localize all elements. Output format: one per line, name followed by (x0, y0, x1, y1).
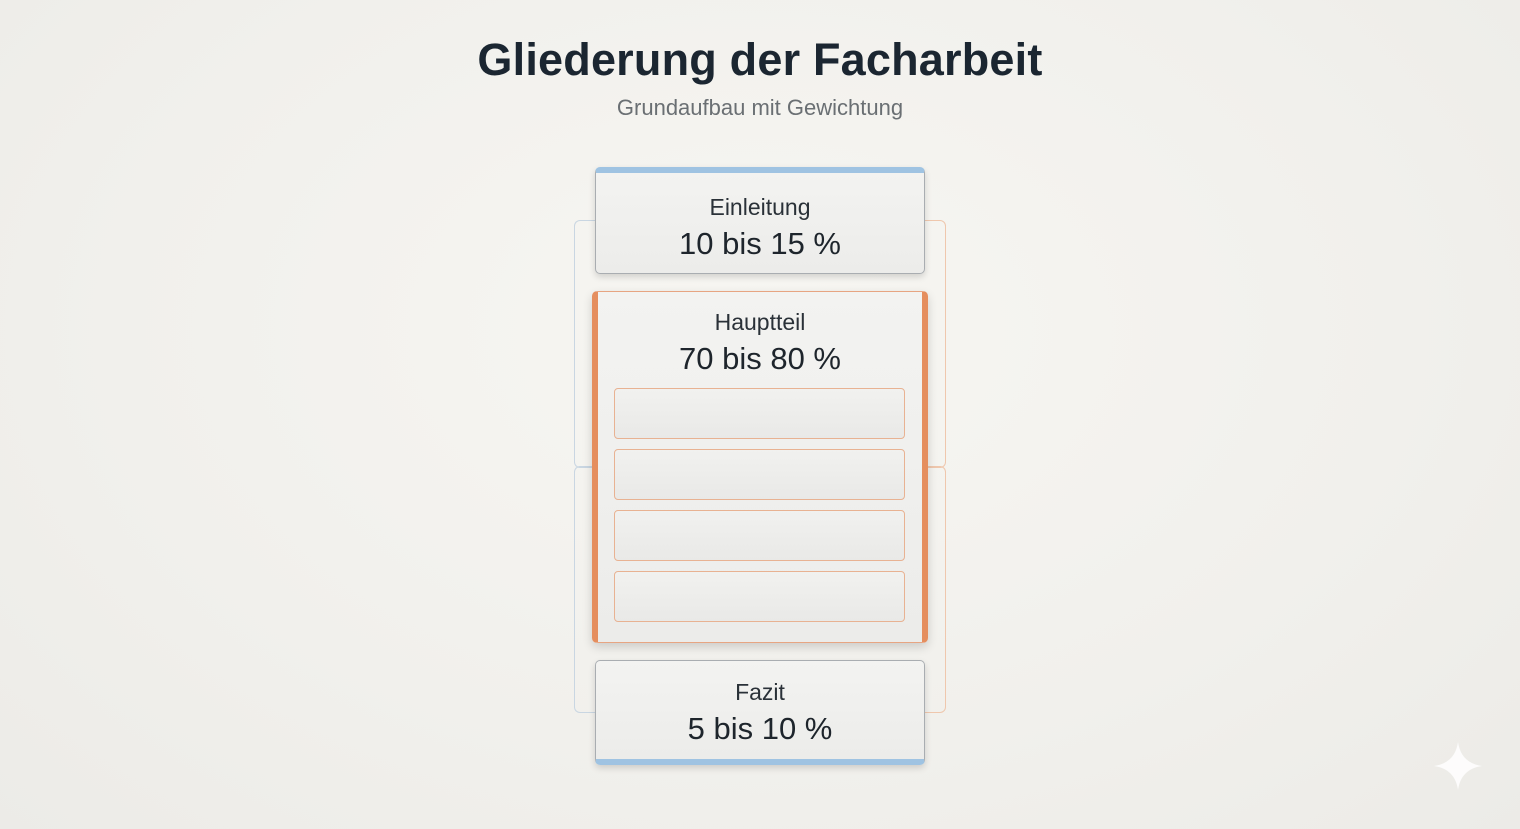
sparkle-icon (1434, 742, 1482, 790)
section-weight: 10 bis 15 % (679, 226, 841, 261)
section-weight: 5 bis 10 % (687, 711, 833, 746)
subsection-box (614, 388, 905, 439)
right-connector-bottom (922, 466, 946, 713)
page-subtitle: Grundaufbau mit Gewichtung (616, 95, 904, 120)
subsection-box (614, 510, 905, 561)
subsection-box (614, 571, 905, 622)
page-title: Gliederung der Facharbeit (477, 34, 1043, 85)
section-weight: 70 bis 80 % (679, 341, 841, 376)
left-connector-top (574, 220, 598, 468)
section-label: Hauptteil (714, 309, 806, 335)
subsection-box (614, 449, 905, 500)
section-card-fazit: Fazit 5 bis 10 % (595, 660, 925, 765)
right-connector-top (922, 220, 946, 468)
section-card-einleitung: Einleitung 10 bis 15 % (595, 167, 925, 274)
section-card-hauptteil: Hauptteil 70 bis 80 % (592, 291, 928, 643)
left-connector-bottom (574, 466, 598, 713)
section-label: Fazit (735, 679, 785, 705)
section-label: Einleitung (709, 194, 811, 220)
